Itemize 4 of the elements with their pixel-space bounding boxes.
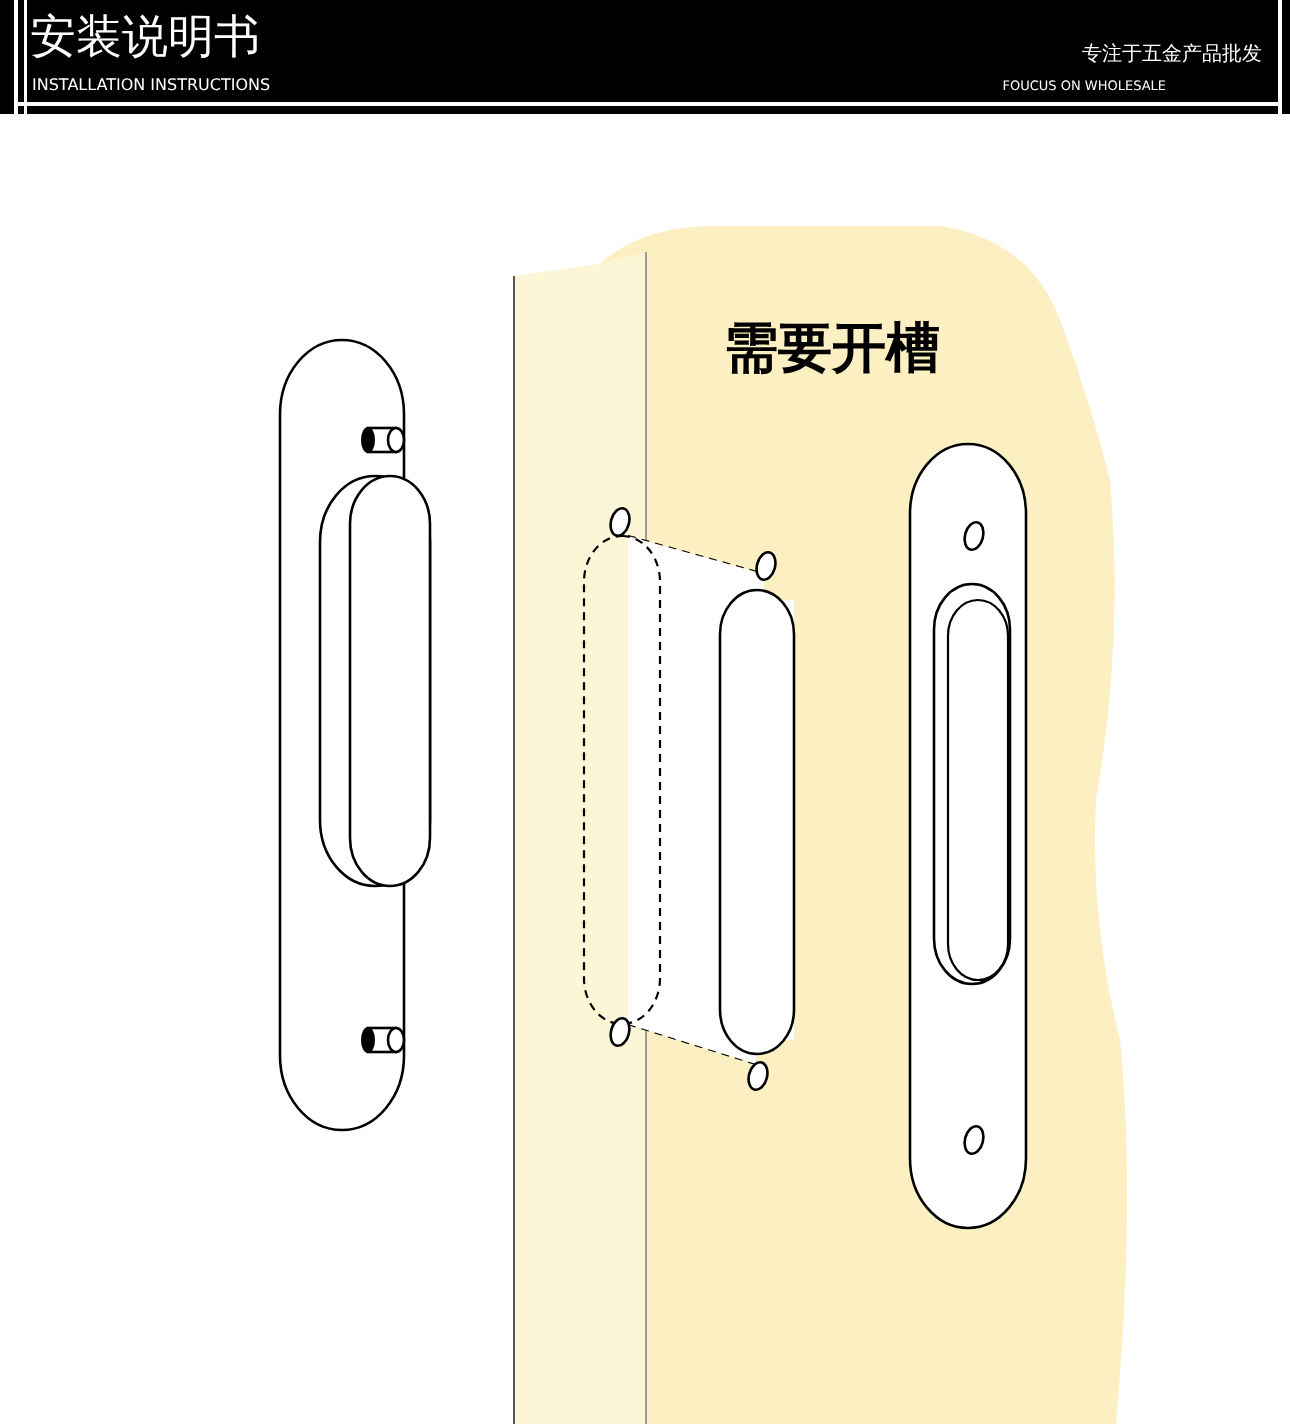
subtitle: INSTALLATION INSTRUCTIONS <box>32 76 271 96</box>
slogan: 专注于五金产品批发 <box>1082 42 1262 68</box>
drawing-note: 需要开槽 <box>724 316 940 384</box>
title: 安装说明书 <box>30 10 260 66</box>
